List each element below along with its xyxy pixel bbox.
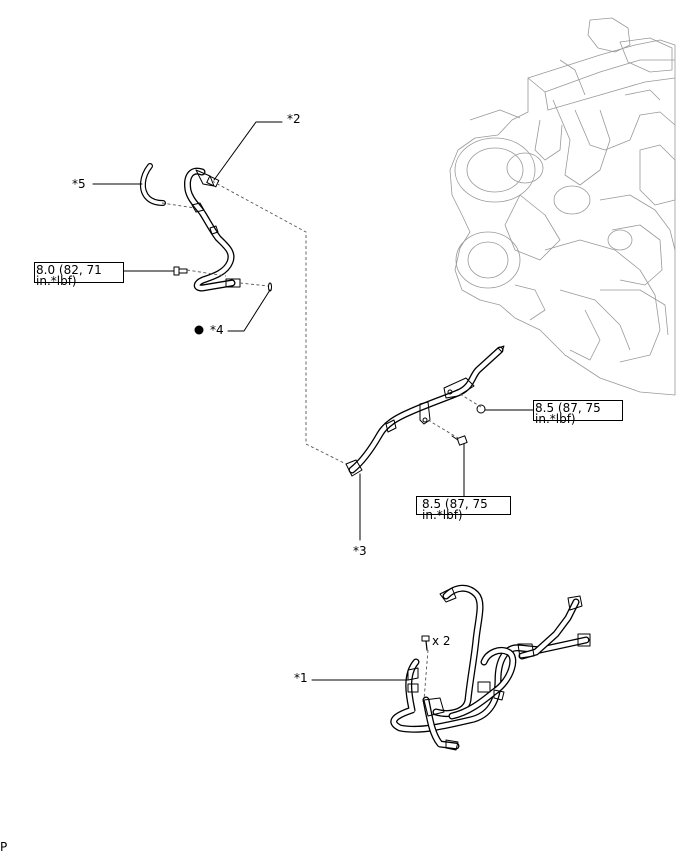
callout-1: *1 <box>294 671 308 685</box>
callout-2: *2 <box>287 112 301 126</box>
torque-spec-value: 8.5 (87, 75 <box>422 497 488 511</box>
footer-code: P <box>0 840 8 854</box>
callout-5: *5 <box>72 177 86 191</box>
torque-spec-box-8-5-nut: 8.5 (87, 75 in.*lbf) <box>533 400 623 425</box>
pipe-assembly-part-3 <box>345 345 505 477</box>
leader-lines <box>92 121 535 681</box>
alignment-dashed-lines <box>161 180 482 701</box>
torque-spec-unit: in.*lbf) <box>535 412 576 426</box>
filled-circle-icon <box>194 325 204 335</box>
engine-block <box>449 17 676 396</box>
torque-spec-unit: in.*lbf) <box>422 508 463 522</box>
torque-spec-value: 8.0 (82, 71 <box>36 263 102 277</box>
callout-3: *3 <box>353 544 367 558</box>
torque-spec-unit: in.*lbf) <box>36 274 77 288</box>
torque-spec-box-8-0: 8.0 (82, 71 in.*lbf) <box>34 262 124 287</box>
torque-spec-value: 8.5 (87, 75 <box>535 401 601 415</box>
small-hose-part-5 <box>140 163 166 206</box>
torque-spec-box-8-5-bolt: 8.5 (87, 75 in.*lbf) <box>416 496 511 521</box>
bolt-8-5 <box>451 435 468 446</box>
quantity-label: x 2 <box>432 634 451 648</box>
callout-4: *4 <box>210 323 224 337</box>
bolt-x2 <box>421 635 430 651</box>
hose-bundle-part-1 <box>390 584 591 751</box>
hose-assembly-part-2 <box>184 167 241 292</box>
bolt-8-0 <box>173 266 188 276</box>
nut-8-5 <box>476 404 486 414</box>
gasket-part-4 <box>268 282 272 292</box>
